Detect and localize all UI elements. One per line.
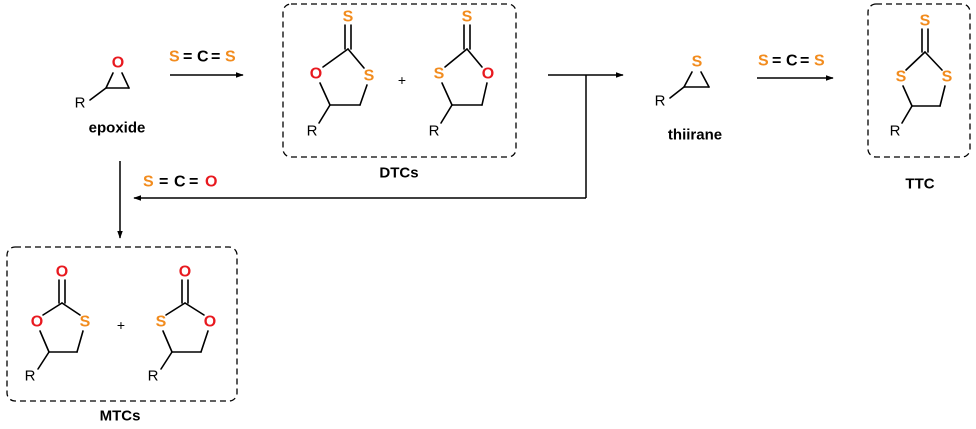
dtc2-thione-s: S [462,9,473,26]
cs2b-bond-2: = [800,53,809,70]
mtc2-ring-sulfur: S [156,314,167,331]
cos-bond-2: = [189,174,198,191]
cos-c: C [174,174,186,191]
cos-bond-1: = [159,174,168,191]
dtcs-plus: + [398,72,406,88]
dtc1-ring-oxygen: O [310,66,322,83]
mtcs-box [6,246,238,402]
dtc2-r-group: R [429,123,440,140]
mtc1-ring-sulfur: S [80,314,91,331]
cos-o: O [205,174,217,191]
epoxide-r-group: R [75,95,86,112]
ttc-r-group: R [890,123,901,140]
mtcs-plus: + [117,317,125,333]
mtc1-ring-oxygen: O [31,314,43,331]
mtc1-r-group: R [25,368,36,385]
thiirane-r-group: R [655,93,666,110]
cs2b-bond-1: = [772,53,781,70]
ttc-box [867,3,971,158]
ttc-ring-sulfur-left: S [896,69,907,86]
dtc2-ring-oxygen: O [482,66,494,83]
mtcs-label: MTCs [100,408,141,425]
cs2b-s-right: S [814,53,825,70]
cs2-s-right: S [225,49,236,66]
dtcs-label: DTCs [379,165,418,182]
dtc1-ring-sulfur: S [364,68,375,85]
epoxide-structure: O R [75,55,130,112]
cs2b-c: C [786,53,798,70]
cs2-reagent-2: S = C = S [758,53,825,70]
dtc-isomer-2: S S O R [429,9,495,140]
ttc-structure: S S S R [890,13,953,140]
cs2-s-left: S [169,49,180,66]
cs2-reagent-1: S = C = S [169,49,236,66]
thiirane-structure: S R [655,54,710,110]
cos-s: S [143,174,154,191]
ttc-ring-sulfur-right: S [942,69,953,86]
thiirane-sulfur: S [692,54,703,71]
dtc2-ring-sulfur: S [434,66,445,83]
epoxide-oxygen: O [112,55,124,72]
ttc-label: TTC [905,176,934,193]
cs2-bond-2: = [211,49,220,66]
dtc-isomer-1: S O S R [307,9,375,140]
mtc1-carbonyl-o: O [56,264,68,281]
mtc2-r-group: R [148,368,159,385]
mtc2-carbonyl-o: O [179,264,191,281]
thiirane-label: thiirane [668,127,722,144]
cs2-bond-1: = [183,49,192,66]
epoxide-label: epoxide [89,120,146,137]
ttc-thione-s: S [920,13,931,30]
mtc2-ring-oxygen: O [204,314,216,331]
cs2-c: C [197,49,209,66]
cos-reagent: S = C = O [143,174,217,191]
dtc1-thione-s: S [343,9,354,26]
mtc-isomer-2: O S O R [148,264,217,385]
cs2b-s-left: S [758,53,769,70]
mtc-isomer-1: O O S R [25,264,91,385]
dtc1-r-group: R [307,123,318,140]
